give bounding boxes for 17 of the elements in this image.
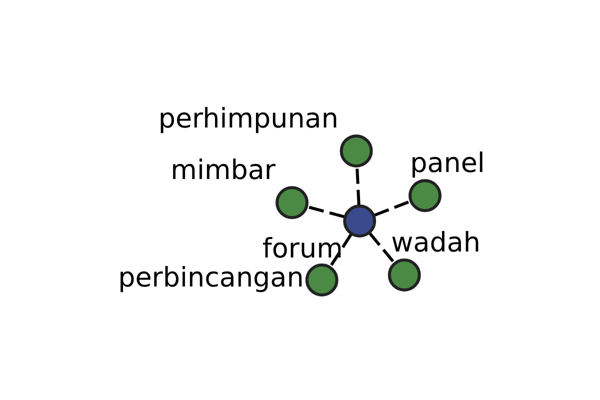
node-label: perbincangan <box>118 262 304 294</box>
connector <box>356 166 360 204</box>
node-label: mimbar <box>170 154 276 186</box>
node-label: wadah <box>391 227 481 258</box>
node-circle <box>343 204 376 237</box>
connector <box>306 204 344 218</box>
node-circle <box>388 258 421 291</box>
node-label: panel <box>410 148 485 179</box>
connector <box>328 233 352 268</box>
connector <box>374 199 412 216</box>
node-circle <box>408 178 442 212</box>
node-circle <box>305 263 338 296</box>
node-circle <box>276 186 309 219</box>
node-circle <box>340 134 373 167</box>
node-label: perhimpunan <box>158 103 338 134</box>
node-label: forum <box>262 233 343 264</box>
connector <box>368 232 396 264</box>
